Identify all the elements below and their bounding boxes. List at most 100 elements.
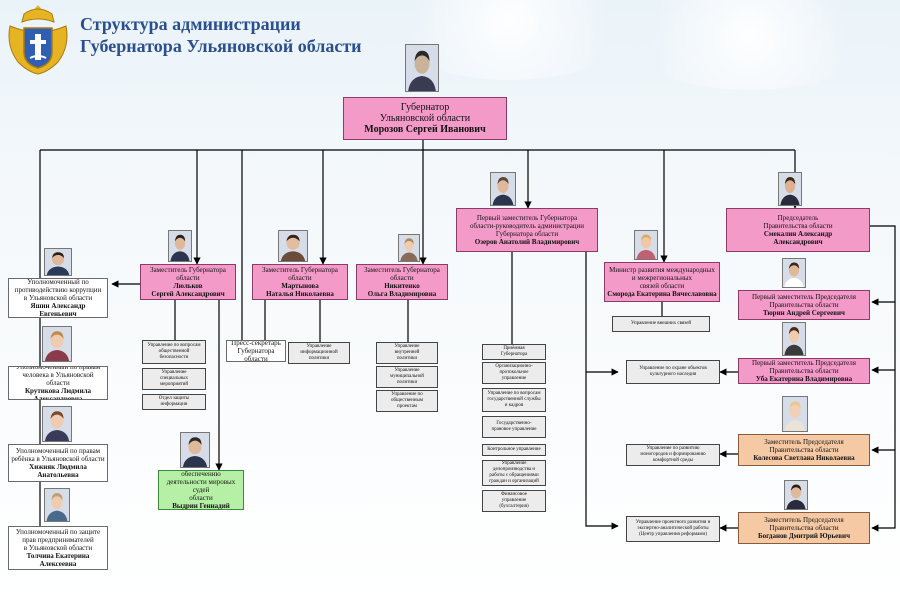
org-box-ombuds-human: Уполномоченный по правам человека в Улья…	[8, 366, 108, 400]
org-box-press-sec: Пресс-секретарь Губернатора области	[226, 340, 286, 362]
org-box-name: Мартынова Наталья Николаевна	[266, 282, 334, 298]
org-box-title: Уполномоченный по правам человека в Улья…	[15, 366, 101, 387]
portrait-photo-icon	[784, 480, 808, 510]
portrait-photo-icon	[180, 432, 210, 468]
org-box-u-org: Организационно- протокольное управление	[482, 362, 546, 384]
org-box-title: Управление внешних связей	[630, 321, 692, 326]
org-box-title: Управление по вопросам государственной с…	[487, 391, 541, 408]
portrait-photo-icon	[44, 488, 70, 522]
org-box-dep-bogdanov: Заместитель Председателя Правительства о…	[738, 512, 870, 544]
org-box-title: Управление по охране объектов культурног…	[639, 366, 707, 377]
org-box-u-legal: Государственно- правовое управление	[482, 416, 546, 438]
org-box-title: Организационно- протокольное управление	[495, 364, 533, 381]
org-box-name: Богданов Дмитрий Юрьевич	[757, 532, 851, 540]
org-box-title: Председатель Правительства области	[763, 214, 833, 230]
org-box-title: Заместитель Губернатора области	[150, 266, 226, 282]
portrait-photo-icon	[42, 326, 72, 362]
org-box-title: Финансовое управление (бухгалтерия)	[499, 492, 529, 509]
org-box-title: Управление по вопросам общественной безо…	[147, 343, 201, 360]
org-box-title: Управление по развитию моногородов и фор…	[640, 446, 706, 463]
coat-of-arms-icon	[8, 5, 68, 75]
portrait-photo-icon	[405, 44, 439, 92]
org-box-name: Яшин Александр Евгеньевич	[30, 302, 86, 318]
org-box-ombuds-business: Уполномоченный по защите прав предприним…	[8, 526, 108, 570]
org-box-name: Морозов Сергей Иванович	[364, 124, 486, 135]
org-box-title: Первый заместитель Председателя Правител…	[752, 359, 856, 375]
org-box-u-finance: Финансовое управление (бухгалтерия)	[482, 490, 546, 512]
org-box-u-control: Контрольное управление	[482, 444, 546, 456]
org-box-u-heritage: Управление по охране объектов культурног…	[626, 360, 720, 384]
org-box-title: Управление по общественным проектам	[390, 392, 424, 409]
org-box-u-projects: Управление по общественным проектам	[376, 390, 438, 412]
org-box-minister-smoroda: Министр развития международных и межреги…	[604, 262, 720, 302]
org-box-title: Заместитель Председателя Правительства о…	[764, 438, 844, 454]
portrait-photo-icon	[634, 230, 658, 260]
org-box-title: Первый заместитель Губернатора области-р…	[469, 214, 585, 238]
org-box-title: Государственно- правовое управление	[491, 421, 537, 432]
portrait-photo-icon	[778, 172, 802, 206]
org-box-title: Отдел защиты информации	[158, 396, 190, 407]
portrait-photo-icon	[782, 258, 806, 288]
org-box-title: Управление информационной политики	[300, 344, 338, 361]
portrait-photo-icon	[398, 234, 420, 262]
connector-ozerov-right	[585, 244, 619, 530]
org-box-dep-kolesova: Заместитель Председателя Правительства о…	[738, 434, 870, 466]
org-box-name: Выдрин Геннадий Петрович	[172, 502, 230, 510]
portrait-photo-icon	[490, 172, 516, 206]
org-box-title: Уполномоченный по защите прав предприним…	[15, 528, 101, 552]
org-box-u-security: Управление по вопросам общественной безо…	[142, 340, 206, 364]
page-title-line-1: Структура администрации	[80, 14, 301, 34]
portrait-photo-icon	[44, 248, 72, 276]
org-box-first-dep-tyurin: Первый заместитель Председателя Правител…	[738, 290, 870, 320]
org-box-u-civil: Управление по вопросам государственной с…	[482, 388, 546, 412]
org-box-u-docs: Управление делопроизводства и работы с о…	[482, 460, 546, 486]
org-box-title: Управление муниципальной политики	[390, 368, 424, 385]
org-box-u-info: Управление информационной политики	[288, 342, 350, 364]
org-box-u-external: Управление внешних связей	[612, 316, 710, 332]
org-box-title: Уполномоченный по правам ребёнка в Ульян…	[11, 447, 105, 463]
org-box-title: Агентство по обеспечению деятельности ми…	[166, 470, 236, 502]
org-box-u-secret: Отдел защиты информации	[142, 394, 206, 410]
org-box-ombuds-corruption: Уполномоченный по противодействию корруп…	[8, 278, 108, 318]
page-title-line-2: Губернатора Ульяновской области	[80, 36, 362, 56]
org-box-u-internal: Управление внутренней политики	[376, 342, 438, 364]
org-box-name: Сморода Екатерина Вячеславовна	[607, 290, 717, 298]
org-box-title: Контрольное управление	[487, 447, 541, 452]
org-box-title: Губернатор Ульяновской области	[379, 102, 471, 124]
org-box-u-reforms: Управление проектного развития и эксперт…	[626, 516, 720, 542]
org-box-first-dep-uba: Первый заместитель Председателя Правител…	[738, 358, 870, 384]
org-box-first-dep-ozerov: Первый заместитель Губернатора области-р…	[456, 208, 598, 252]
org-box-name: Колесова Светлана Николаевна	[753, 454, 855, 462]
org-box-title: Управление внутренней политики	[394, 344, 420, 361]
org-box-name: Тюрин Андрей Сергеевич	[763, 309, 845, 317]
connector-chairman-right	[870, 225, 896, 532]
org-box-title: Первый заместитель Председателя Правител…	[752, 293, 856, 309]
org-box-title: Уполномоченный по противодействию корруп…	[14, 278, 102, 302]
org-box-title: Управление проектного развития и эксперт…	[635, 520, 711, 537]
org-box-name: Смекалин Александр Александрович	[763, 230, 833, 246]
org-box-agency-courts: Агентство по обеспечению деятельности ми…	[158, 470, 244, 510]
org-box-name: Люльков Сергей Александрович	[151, 282, 225, 298]
org-box-name: Озеров Анатолий Владимирович	[474, 238, 580, 246]
org-box-name: Крутикова Людмила Александровна	[24, 387, 92, 400]
org-box-title: Министр развития международных и межреги…	[609, 266, 715, 290]
org-box-title: Заместитель Губернатора области	[262, 266, 338, 282]
org-box-u-municipal: Управление муниципальной политики	[376, 366, 438, 388]
org-box-u-comfort: Управление по развитию моногородов и фор…	[626, 444, 720, 466]
org-box-title: Управление специальных мероприятий	[159, 370, 189, 387]
org-box-title: Управление делопроизводства и работы с о…	[489, 461, 539, 484]
org-box-title: Приёмная Губернатора	[500, 346, 528, 357]
org-box-name: Уба Екатерина Владимировна	[755, 375, 853, 383]
portrait-photo-icon	[782, 322, 806, 356]
org-box-u-special: Управление специальных мероприятий	[142, 368, 206, 390]
org-box-name: Хижняк Людмила Анатольевна	[29, 463, 87, 479]
org-box-ombuds-child: Уполномоченный по правам ребёнка в Ульян…	[8, 444, 108, 482]
org-box-name: Никитенко Ольга Владимировна	[367, 282, 437, 298]
background-cloud	[620, 0, 880, 90]
org-box-title: Заместитель Губернатора области	[364, 266, 440, 282]
